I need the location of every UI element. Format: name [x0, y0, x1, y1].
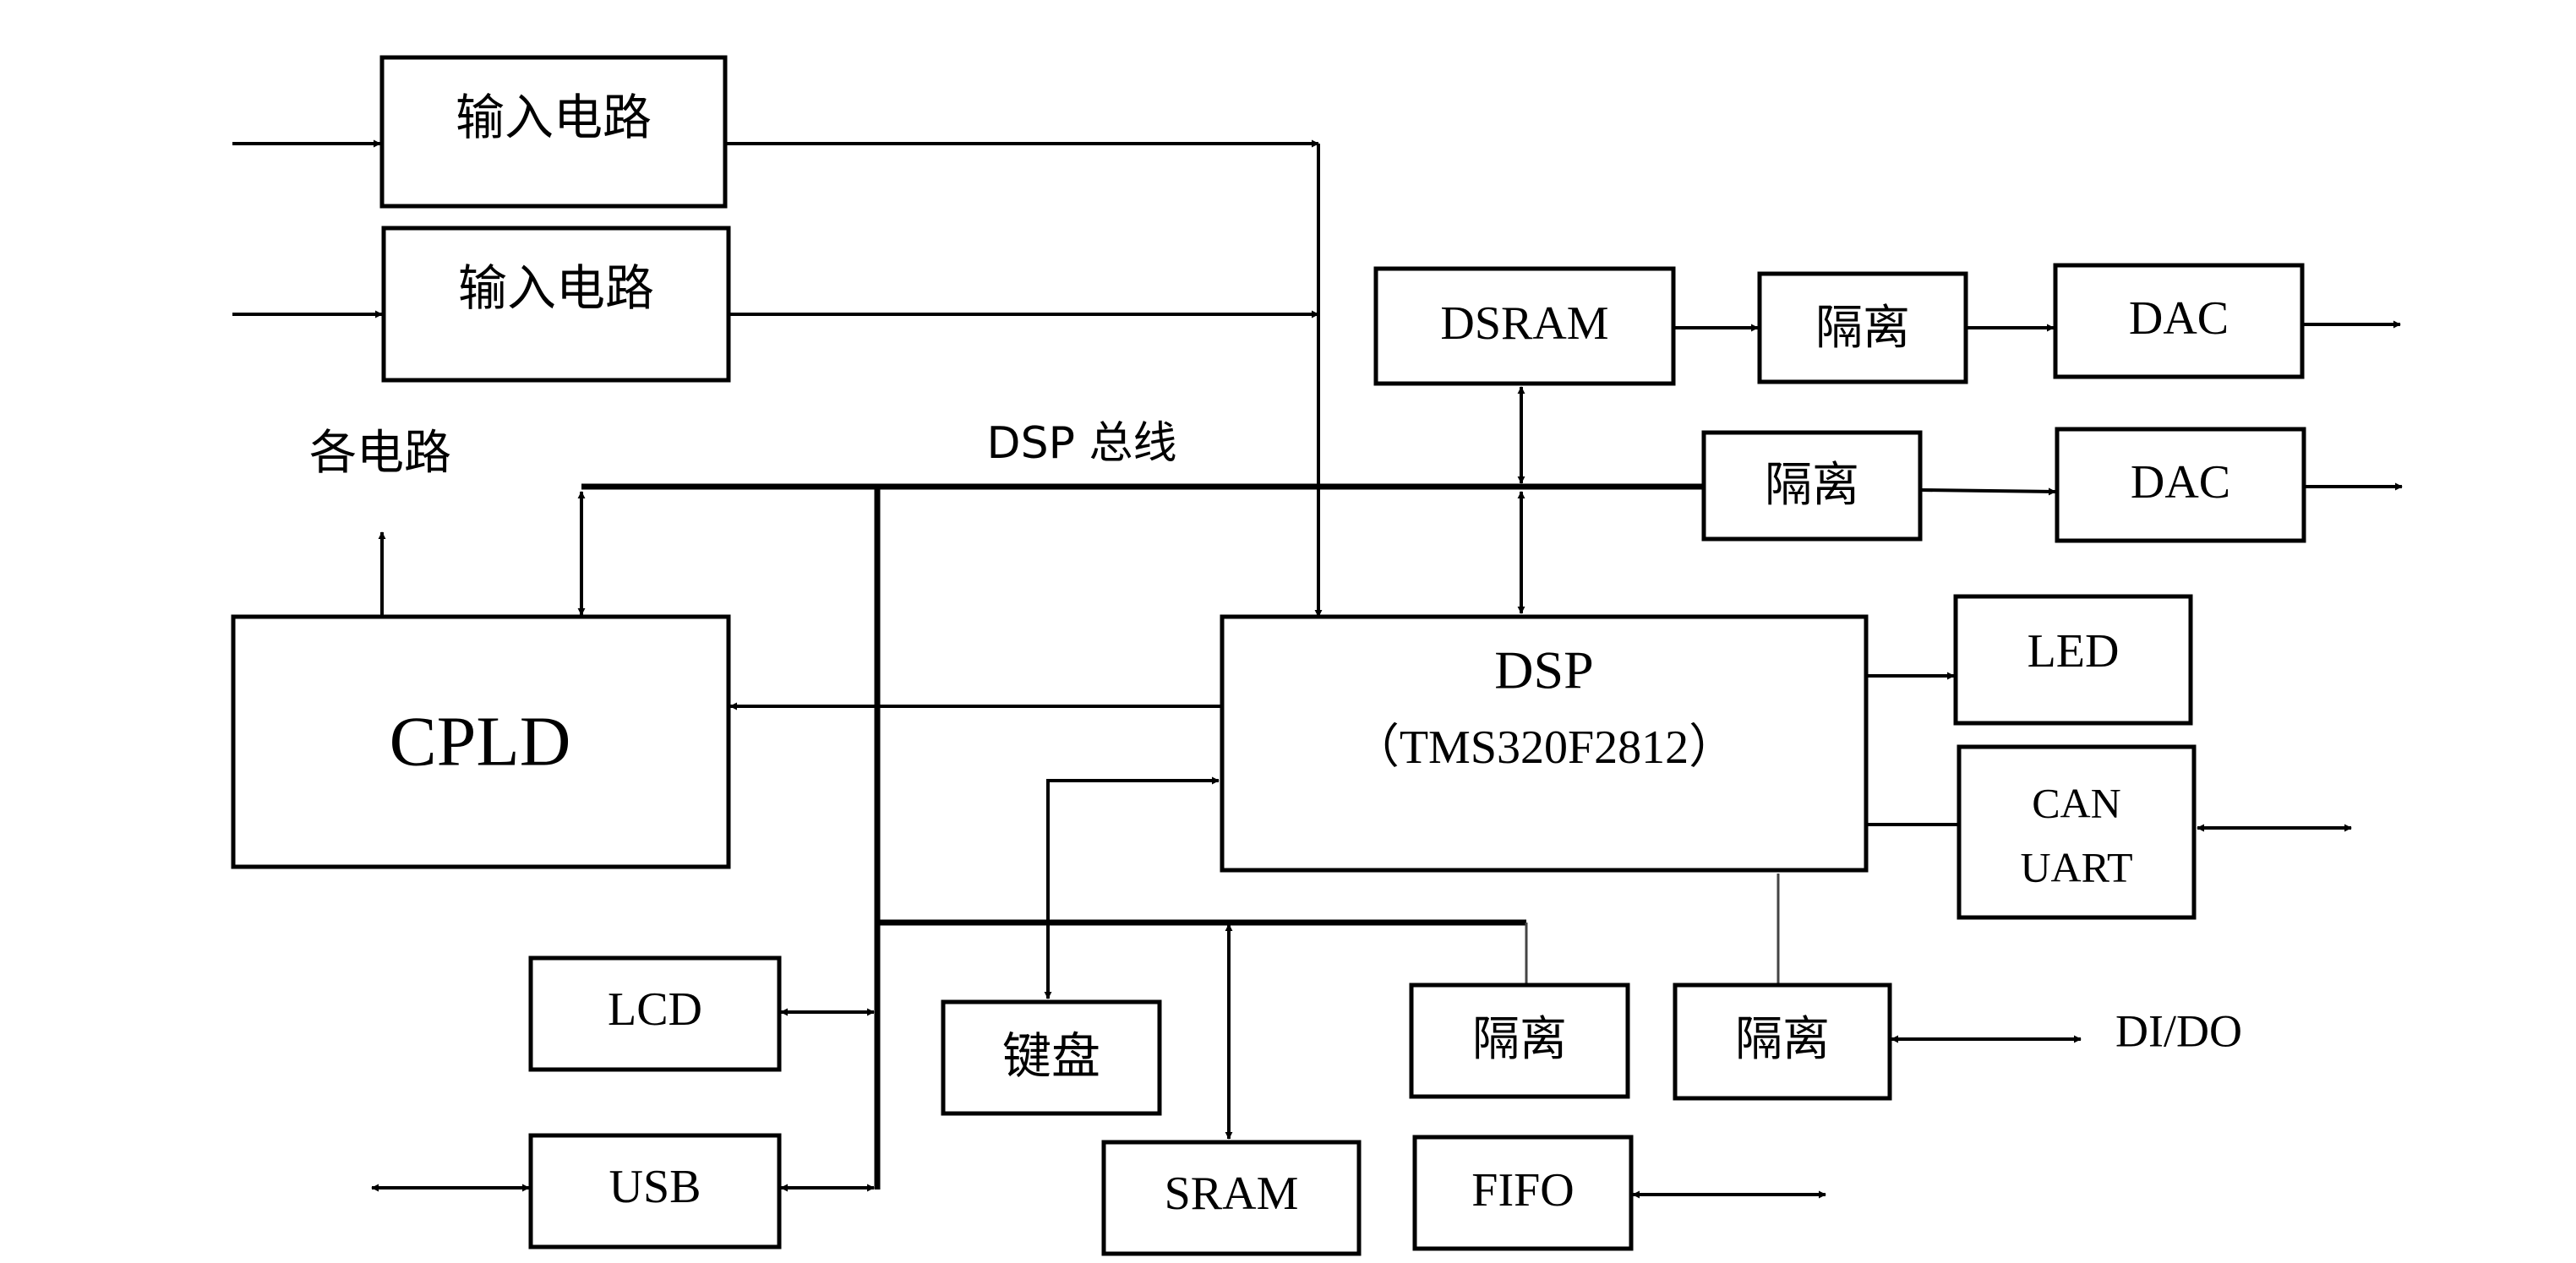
- dac2-label: DAC: [2131, 456, 2230, 509]
- dac1-block: DAC: [2053, 263, 2305, 379]
- cpld-block: CPLD: [231, 614, 731, 869]
- dsp-block: DSP （TMS320F2812）: [1220, 614, 1869, 873]
- lcd-block: LCD: [528, 955, 782, 1072]
- sram-label: SRAM: [1165, 1168, 1299, 1220]
- usb-block: USB: [528, 1133, 782, 1249]
- connections: [232, 139, 2403, 1199]
- led-label: LED: [2028, 625, 2120, 678]
- uart-label: UART: [2020, 843, 2132, 890]
- input-circuit-1-label: 输入电路: [456, 89, 652, 146]
- isolation-dac2-label: 隔离: [1765, 458, 1859, 513]
- keyboard-dsp-arrow: [1044, 776, 1220, 999]
- dsram-label: DSRAM: [1440, 297, 1608, 350]
- dsp-label: DSP: [1494, 640, 1593, 700]
- sram-block: SRAM: [1101, 1140, 1362, 1256]
- fifo-label: FIFO: [1471, 1164, 1574, 1217]
- isolation-dac1-block: 隔离: [1757, 271, 1968, 384]
- can-label: CAN: [2032, 779, 2121, 826]
- input-circuit-1: 输入电路: [379, 55, 728, 209]
- fifo-block: FIFO: [1412, 1135, 1634, 1251]
- isolation-dido-label: 隔离: [1735, 1012, 1830, 1067]
- isolation-fifo-label: 隔离: [1472, 1012, 1567, 1067]
- keyboard-block: 键盘: [941, 999, 1162, 1116]
- dido-label: DI/DO: [2115, 1005, 2242, 1056]
- dac1-label: DAC: [2129, 292, 2229, 345]
- dsp-model-label: （TMS320F2812）: [1352, 721, 1736, 774]
- dsp-bus-label: DSP 总线: [987, 418, 1177, 469]
- input-circuit-2-label: 输入电路: [458, 259, 654, 317]
- dac2-block: DAC: [2055, 427, 2306, 543]
- usb-label: USB: [609, 1161, 701, 1213]
- isolation-dac1-label: 隔离: [1815, 301, 1910, 356]
- can-uart-block: CAN UART: [1957, 744, 2197, 920]
- lcd-label: LCD: [608, 983, 702, 1036]
- circuits-label: 各电路: [309, 426, 451, 481]
- isolation-fifo-block: 隔离: [1409, 983, 1630, 1099]
- input-circuit-2: 输入电路: [381, 226, 731, 383]
- led-block: LED: [1953, 594, 2193, 726]
- isolation-dido-block: 隔离: [1673, 983, 1892, 1101]
- isolation-dac2-block: 隔离: [1701, 430, 1923, 542]
- iso-dac2-arrow: [1919, 487, 2056, 496]
- keyboard-label: 键盘: [1002, 1027, 1100, 1085]
- cpld-label: CPLD: [390, 702, 571, 781]
- dsram-block: DSRAM: [1373, 266, 1676, 386]
